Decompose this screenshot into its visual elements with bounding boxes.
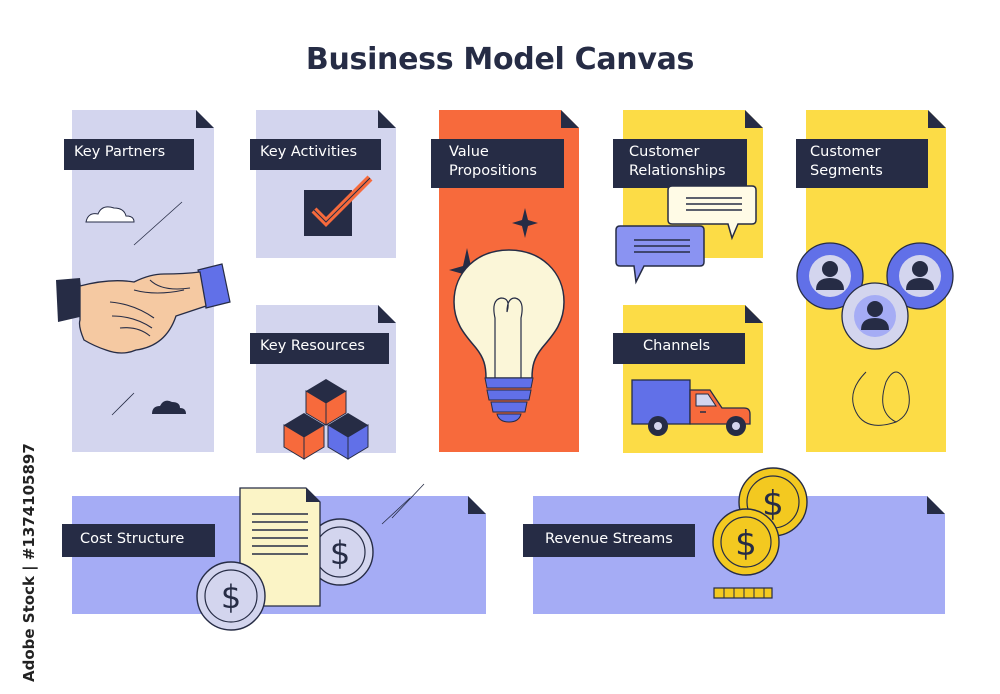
cost-structure-label: Cost Structure — [62, 524, 215, 557]
key-resources-card: Key Resources — [256, 305, 396, 453]
key-activities-card: Key Activities — [256, 110, 396, 258]
channels-label: Channels — [613, 333, 745, 364]
customer-avatars-icon — [794, 240, 956, 354]
value-propositions-card: Value Propositions — [439, 110, 579, 452]
value-propositions-label: Value Propositions — [431, 139, 564, 188]
customer-segments-label: Customer Segments — [796, 139, 928, 188]
checkbox-check-icon — [256, 110, 396, 258]
cubes-icon — [256, 305, 396, 465]
key-resources-label: Key Resources — [250, 333, 389, 364]
gold-coins-icon: $ $ — [708, 464, 814, 600]
invoice-coins-icon: $ $ — [196, 482, 430, 632]
stock-id-text: Adobe Stock | #1374105897 — [20, 443, 38, 682]
key-activities-label: Key Activities — [250, 139, 381, 170]
handshake-icon — [50, 262, 236, 362]
coin-icon: $ — [713, 509, 779, 575]
revenue-streams-label: Revenue Streams — [523, 524, 695, 557]
svg-text:$: $ — [221, 578, 241, 616]
coin-icon: $ — [197, 562, 265, 630]
coin-stack-icon — [714, 588, 772, 598]
customer-relationships-label: Customer Relationships — [613, 139, 747, 188]
svg-text:$: $ — [735, 524, 757, 564]
avatar-center — [842, 283, 908, 349]
stock-id-watermark: Adobe Stock | #1374105897 — [8, 452, 38, 682]
page-title: Business Model Canvas — [0, 42, 1000, 77]
speech-bubbles-icon — [612, 182, 762, 292]
svg-text:$: $ — [330, 534, 350, 572]
truck-icon — [630, 378, 756, 440]
key-partners-label: Key Partners — [64, 139, 194, 170]
